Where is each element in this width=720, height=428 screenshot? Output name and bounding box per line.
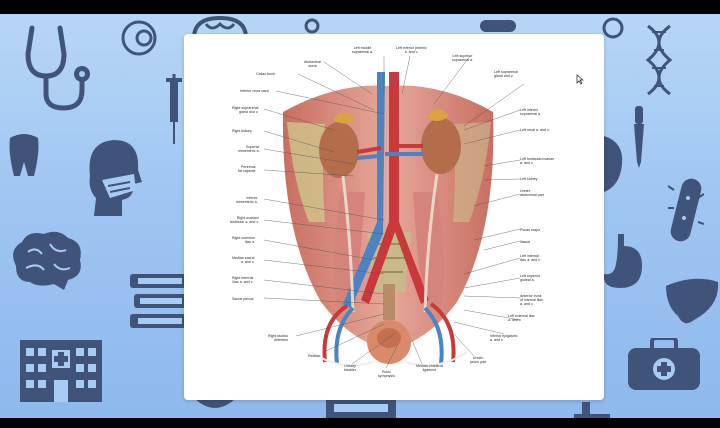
label-ureter-abdominal: Ureter, abdominal part [520, 189, 544, 198]
label-psoas-major: Psoas major [520, 228, 540, 232]
top-black-bar [0, 0, 720, 14]
label-left-middle-suprarenal: Left middle suprarenal a. [352, 46, 373, 55]
label-left-superior-gluteal: Left superior gluteal a. [520, 274, 540, 283]
perirenal-fat-region [287, 122, 325, 222]
right-adrenal [333, 112, 355, 124]
label-median-umbilical: Median umbilical ligament [416, 364, 443, 373]
dropper-small-icon [302, 16, 322, 36]
label-ureter-pelvic: Ureter, pelvic part [470, 356, 487, 365]
stethoscope-icon [20, 24, 100, 114]
hospital-icon [20, 332, 102, 402]
label-left-inferior-phrenic: Left inferior phrenic a. and v. [396, 46, 427, 55]
label-anterior-trunk: Anterior trunk of internal iliac a. and … [520, 294, 543, 307]
label-right-suprarenal-gland: Right suprarenal gland and v. [232, 106, 259, 115]
eye-icon [120, 20, 158, 56]
label-right-ovarian: Right ovarian/ testicular a. and v. [230, 216, 259, 225]
label-rectum: Rectum [308, 354, 321, 358]
label-right-kidney: Right kidney [232, 129, 252, 133]
label-leader-lines [263, 55, 525, 369]
label-left-external-iliac: Left external iliac a. and v. [508, 314, 535, 323]
left-adrenal [427, 109, 449, 121]
books-icon [130, 274, 186, 330]
brain-icon [8, 230, 84, 292]
organ-bottom-icon [190, 398, 240, 418]
vena-cava-shape [343, 72, 385, 308]
bacteria-icon [668, 174, 704, 246]
left-kidney-shape [421, 118, 461, 174]
left-fat-region [453, 122, 491, 222]
label-right-internal-iliac: Right internal iliac a. and v. [232, 276, 254, 285]
stomach-icon [600, 234, 644, 290]
label-abdominal-aorta: Abdominal aorta [304, 60, 321, 69]
label-median-sacral: Median sacral a. and v. [232, 256, 255, 265]
label-right-common-iliac: Right common iliac a. [232, 236, 256, 245]
label-left-superior-suprarenal: Left superior suprarenal a. [452, 54, 473, 63]
microscope-bottom-icon [572, 402, 612, 418]
tooth-icon [6, 132, 42, 178]
label-celiac-trunk: Celiac trunk [256, 72, 275, 76]
label-pubic-symphysis: Pubic symphysis [378, 370, 395, 379]
label-inferior-mesenteric: Inferior mesenteric a. [236, 196, 258, 205]
right-kidney-shape [319, 122, 359, 178]
label-left-suprarenal-gland: Left suprarenal gland and v. [494, 70, 518, 79]
label-left-renal: Left renal a. and v. [520, 128, 550, 132]
device-bottom-icon [326, 400, 396, 418]
syringe-icon [164, 74, 184, 146]
ear-icon [602, 134, 624, 194]
brain-outline-icon [190, 16, 250, 38]
liver-icon [664, 276, 720, 328]
label-left-kidney: Left kidney [520, 177, 538, 181]
label-sacral-plexus: Sacral plexus [232, 297, 254, 301]
medical-bag-icon [628, 338, 700, 390]
label-perirenal-fat: Perirenal fat capsule [238, 165, 256, 174]
label-iliacus: Iliacus [520, 240, 531, 244]
label-left-internal-iliac: Left internal iliac a. and v. [520, 254, 541, 263]
label-left-testicular: Left testicular/ovarian a. and v. [520, 157, 555, 166]
bottom-black-bar [0, 418, 720, 428]
dna-icon [644, 24, 674, 96]
label-left-inferior-suprarenal: Left inferior suprarenal a. [520, 108, 541, 117]
label-inferior-epigastric: Inferior epigastric a. and v. [490, 334, 518, 343]
aorta-shape [361, 72, 429, 304]
dropper-icon [632, 106, 646, 170]
label-superior-mesenteric: Superior mesenteric a. [238, 145, 260, 154]
label-right-ductus: Right ductus deferens [268, 334, 288, 343]
label-urinary-bladder: Urinary bladder [344, 364, 356, 373]
anatomy-illustration [281, 72, 497, 393]
capsule-icon [478, 18, 518, 34]
mouse-cursor-icon [576, 72, 585, 85]
label-inferior-vena-cava: Inferior vena cava [240, 89, 269, 93]
masked-head-icon [80, 136, 144, 218]
bacteria-top-icon [598, 16, 628, 40]
